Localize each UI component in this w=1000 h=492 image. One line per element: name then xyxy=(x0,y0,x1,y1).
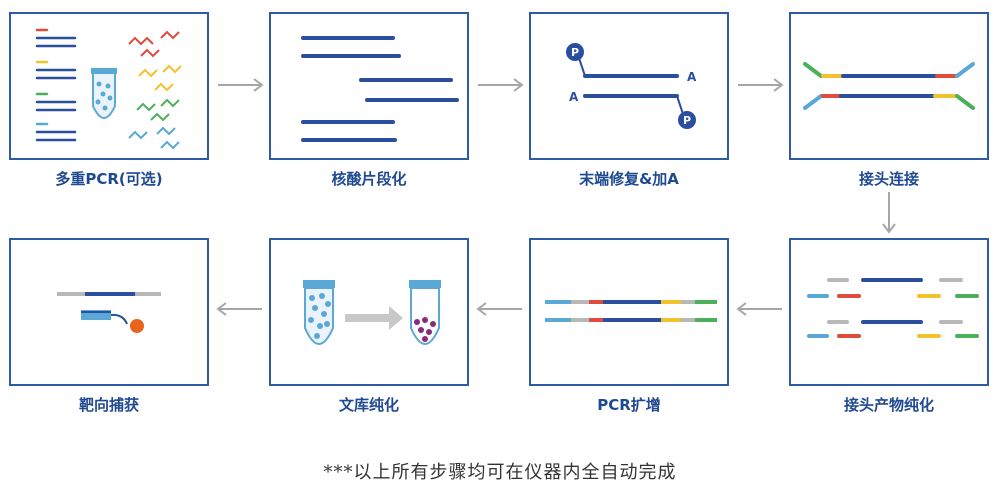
phosphate-mark: P xyxy=(571,46,579,59)
arrow-right-icon xyxy=(218,78,264,92)
footer-note: ***以上所有步骤均可在仪器内全自动完成 xyxy=(323,462,677,483)
step-box-target-capture xyxy=(9,238,209,386)
step-box-fragmentation xyxy=(269,12,469,160)
arrow-left-icon xyxy=(476,302,522,316)
phosphate-icon xyxy=(678,111,696,129)
step-label-adapter-cleanup: 接头产物纯化 xyxy=(843,396,934,414)
step-label-multiplex-pcr: 多重PCR(可选) xyxy=(55,170,163,188)
arrow-right-icon xyxy=(478,78,524,92)
tube-icon xyxy=(303,280,335,345)
step-label-end-repair: 末端修复&加A xyxy=(579,170,679,188)
arrow-right-icon xyxy=(738,78,784,92)
step-label-target-capture: 靶向捕获 xyxy=(78,396,139,414)
step-label-library-cleanup: 文库纯化 xyxy=(338,396,399,414)
arrow-left-icon xyxy=(216,302,262,316)
step-box-library-cleanup xyxy=(269,238,469,386)
target-capture-illustration xyxy=(57,292,161,333)
fragmentation-illustration xyxy=(301,36,459,142)
arrow-left-icon xyxy=(736,302,782,316)
step-box-pcr-amplification xyxy=(529,238,729,386)
step-label-adapter-ligation: 接头连接 xyxy=(858,170,919,188)
pcr-amplification-illustration xyxy=(545,300,717,322)
arrow-down-icon xyxy=(882,192,896,234)
step-label-fragmentation: 核酸片段化 xyxy=(331,170,407,188)
tube-icon xyxy=(409,280,441,345)
library-cleanup-illustration xyxy=(303,280,441,345)
bead-icon xyxy=(130,319,144,333)
end-repair-illustration: P P A A xyxy=(566,43,697,129)
adapter-ligation-illustration xyxy=(803,62,975,110)
phosphate-icon xyxy=(566,43,584,61)
adapter-cleanup-illustration xyxy=(807,278,979,338)
step-label-pcr-amplification: PCR扩增 xyxy=(597,396,661,414)
phosphate-mark: P xyxy=(683,114,691,127)
a-tail-mark: A xyxy=(687,70,697,84)
step-box-end-repair: P P A A xyxy=(529,12,729,160)
a-tail-mark: A xyxy=(569,90,579,104)
multiplex-pcr-illustration xyxy=(35,28,182,150)
step-box-adapter-ligation xyxy=(789,12,989,160)
arrow-right-icon xyxy=(345,306,403,330)
step-box-adapter-cleanup xyxy=(789,238,989,386)
step-box-multiplex-pcr xyxy=(9,12,209,160)
